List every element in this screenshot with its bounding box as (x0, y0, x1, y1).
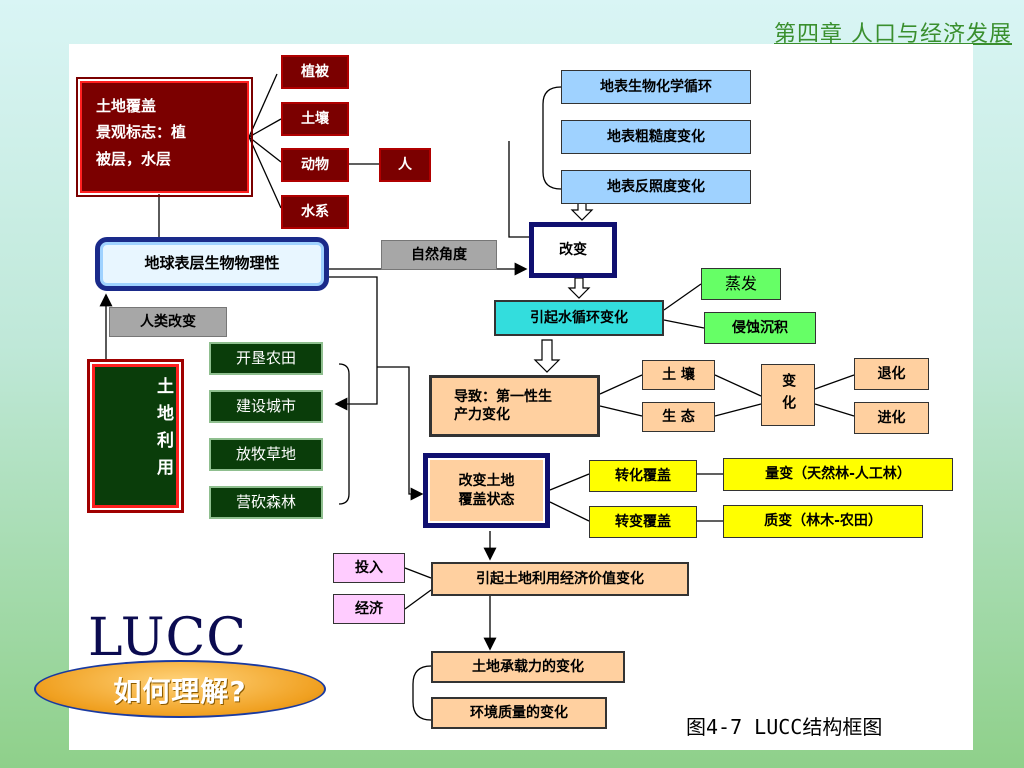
evaporation-box: 蒸发 (701, 268, 781, 300)
use-item-farmland: 开垦农田 (209, 342, 323, 375)
natural-angle-label: 自然角度 (381, 240, 497, 270)
change-box: 改变 (529, 222, 617, 278)
degrade-box: 退化 (854, 358, 929, 390)
chapter-title: 第四章 人口与经济发展 (774, 22, 1012, 47)
human-box: 人 (379, 148, 431, 182)
figure-caption: 图4-7 LUCC结构框图 (686, 715, 883, 739)
use-item-city: 建设城市 (209, 390, 323, 423)
albedo-box: 地表反照度变化 (561, 170, 751, 204)
cover-state-box: 改变土地 覆盖状态 (423, 453, 550, 528)
productivity-line-1: 导致：第一性生 (454, 388, 552, 405)
lucc-badge: 如何理解? (34, 660, 328, 718)
productivity-box: 导致：第一性生 产力变化 (429, 375, 600, 437)
soil-box: 土壤 (281, 102, 349, 136)
quantity-change-box: 量变（天然林-人工林） (723, 458, 953, 491)
land-cover-line-1: 土地覆盖 (96, 97, 157, 115)
soil-result-box: 土 壤 (642, 360, 715, 390)
input-box: 投入 (333, 553, 405, 583)
quality-change-box: 质变（林木-农田） (723, 505, 923, 538)
diagram-panel: 土地覆盖 景观标志：植 被层，水层 植被 土壤 动物 人 水系 地球表层生物物理… (69, 44, 973, 750)
vegetation-box: 植被 (281, 55, 349, 89)
land-cover-box: 土地覆盖 景观标志：植 被层，水层 (76, 77, 253, 197)
badge-ellipse (34, 660, 326, 718)
erosion-box: 侵蚀沉积 (704, 312, 816, 344)
transform-cover-box: 转变覆盖 (589, 506, 697, 538)
use-item-forest: 营砍森林 (209, 486, 323, 519)
lucc-title: LUCC (88, 608, 248, 668)
animal-box: 动物 (281, 148, 349, 182)
land-cover-line-3: 被层，水层 (96, 149, 172, 168)
land-use-box: 土地利用 (87, 359, 184, 513)
env-quality-box: 环境质量的变化 (431, 697, 607, 729)
land-cover-line-2: 景观标志：植 (96, 123, 187, 142)
cover-state-line-2: 覆盖状态 (458, 491, 515, 508)
ecology-box: 生 态 (642, 402, 715, 432)
capacity-box: 土地承载力的变化 (431, 651, 625, 683)
roughness-box: 地表粗糙度变化 (561, 120, 751, 154)
econ-value-box: 引起土地利用经济价值变化 (431, 562, 689, 596)
evolve-box: 进化 (854, 402, 929, 434)
earth-surface-box: 地球表层生物物理性 (95, 237, 329, 291)
water-system-box: 水系 (281, 195, 349, 229)
cover-state-line-1: 改变土地 (458, 473, 515, 490)
connector-lines (99, 73, 855, 721)
human-change-label: 人类改变 (109, 307, 227, 337)
badge-subtitle: 如何理解? (113, 675, 247, 708)
productivity-line-2: 产力变化 (454, 407, 510, 423)
change-vertical-box: 变化 (761, 364, 815, 426)
use-item-grassland: 放牧草地 (209, 438, 323, 471)
economy-box: 经济 (333, 594, 405, 624)
water-cycle-box: 引起水循环变化 (494, 300, 664, 336)
convert-cover-box: 转化覆盖 (589, 460, 697, 492)
bio-cycle-box: 地表生物化学循环 (561, 70, 751, 104)
